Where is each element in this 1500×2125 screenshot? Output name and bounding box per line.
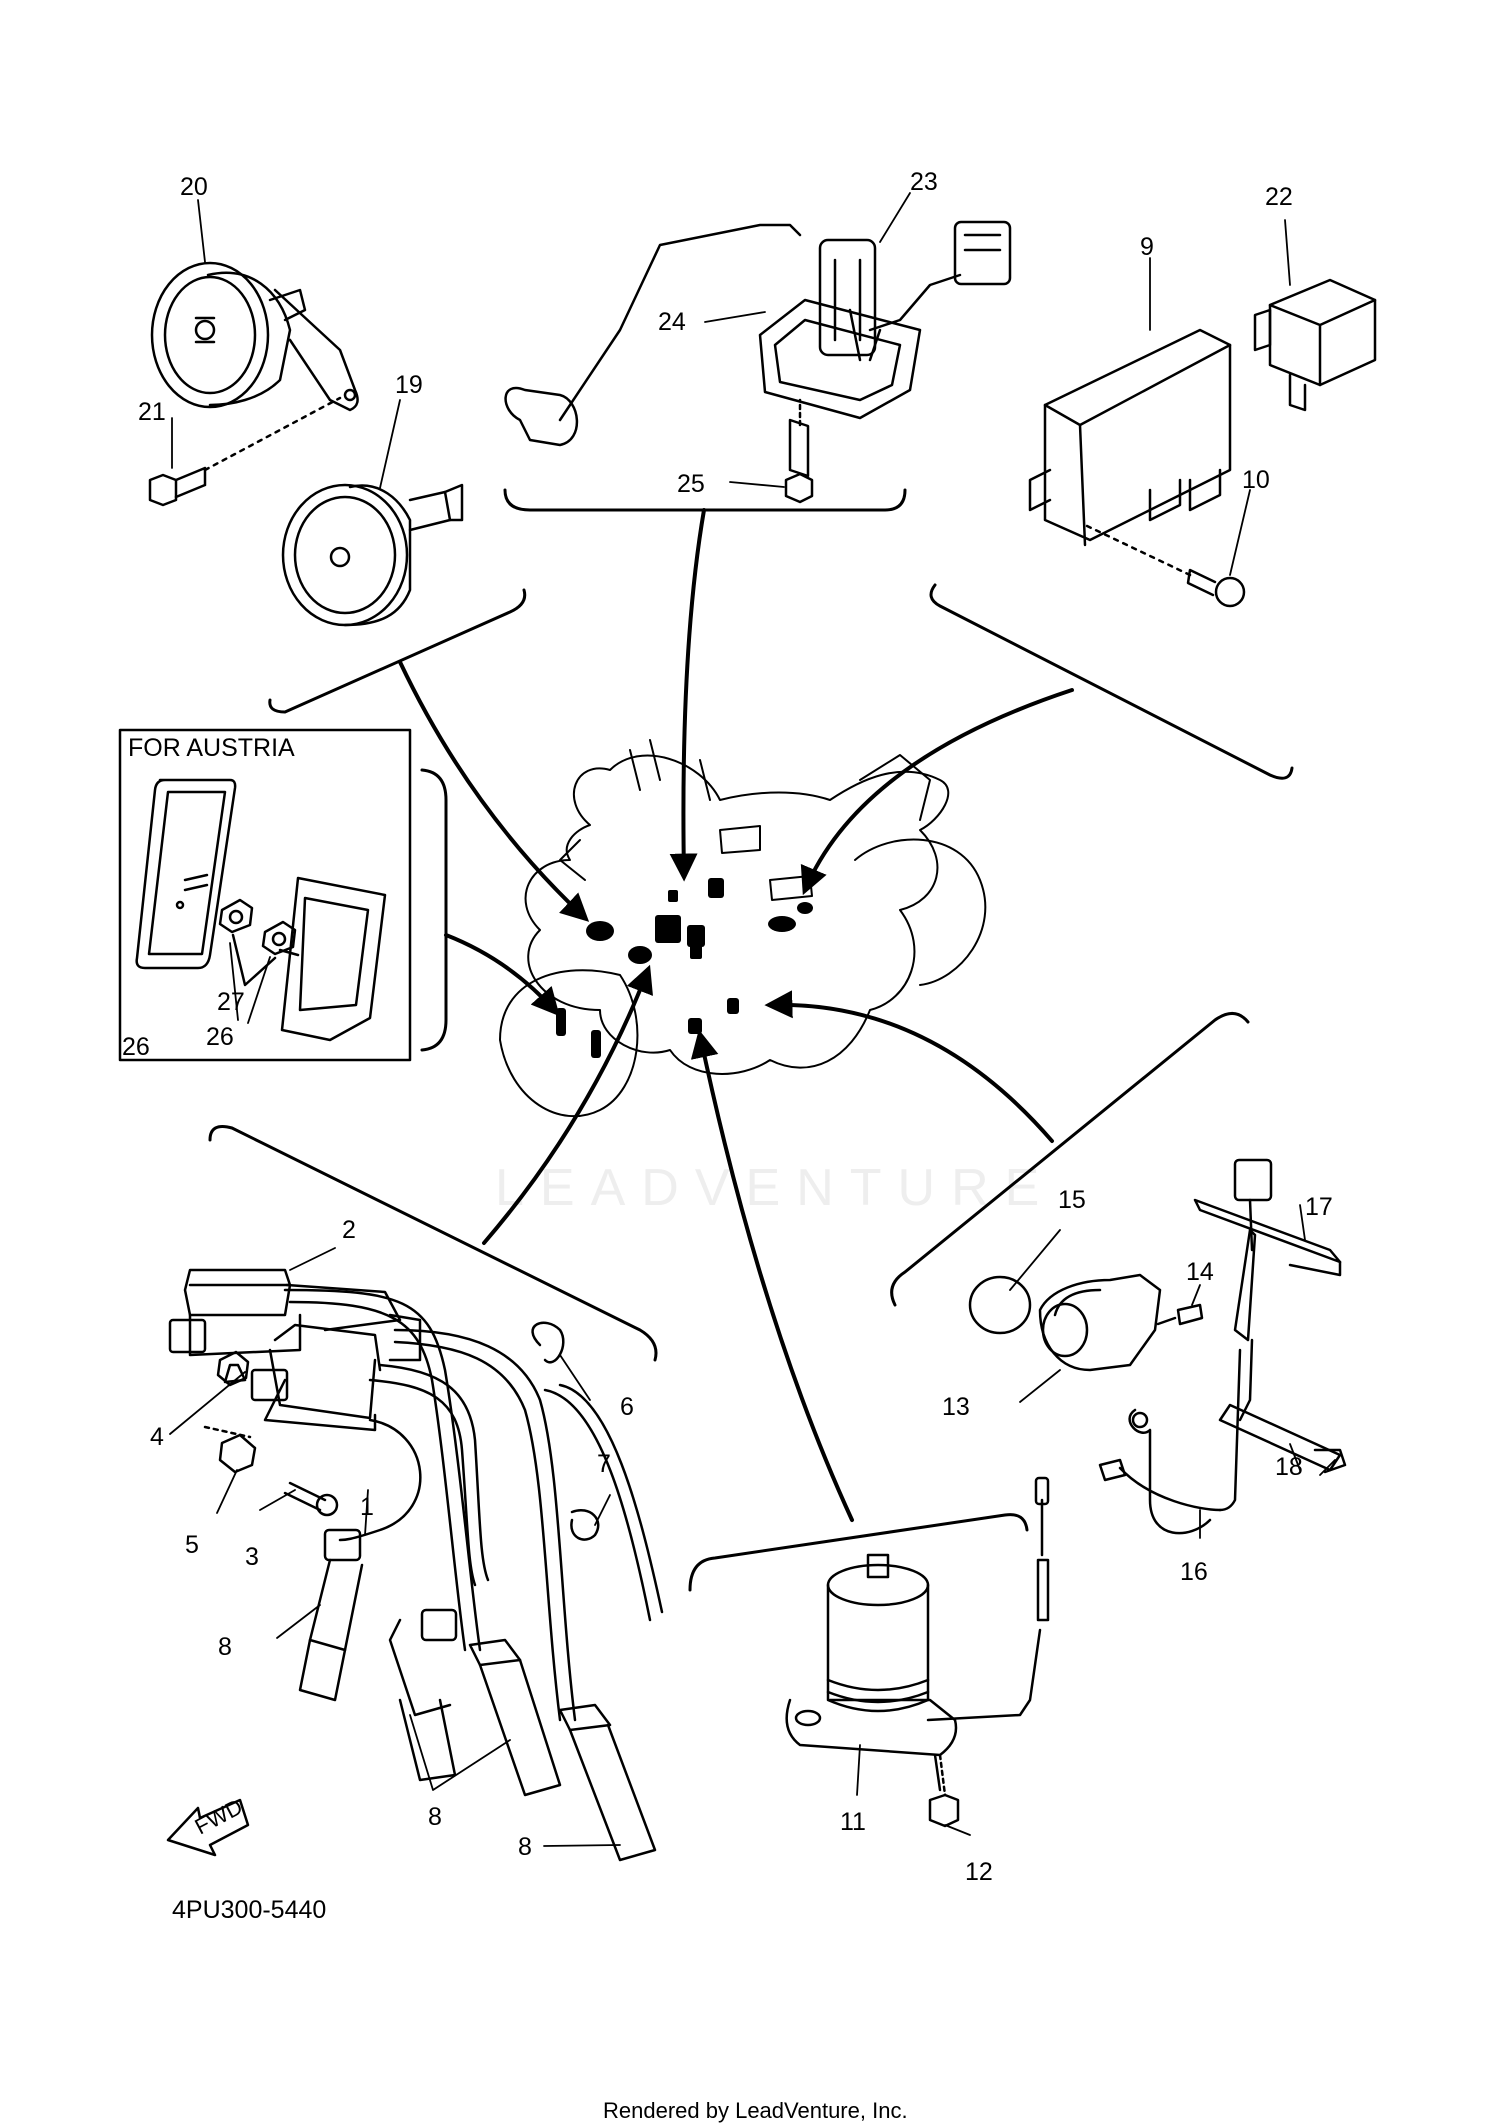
callout-label: 21: [138, 398, 166, 426]
ecu-unit: [1028, 328, 1232, 547]
callout-label: 18: [1275, 1453, 1303, 1481]
footer-credit: Rendered by LeadVenture, Inc.: [603, 2098, 908, 2123]
drawing-code: 4PU300-5440: [172, 1896, 326, 1924]
starter-relay: [785, 1476, 1050, 1828]
ignition-coils: [168, 1268, 422, 1432]
engine-connectors: [556, 878, 813, 1058]
callout-label: 17: [1305, 1193, 1333, 1221]
bracket-starter-relay: [688, 1513, 1029, 1592]
bolt-21: [148, 396, 342, 507]
callout-label: 22: [1265, 183, 1293, 211]
callout-label: 13: [942, 1393, 970, 1421]
bracket-ignition-coils: [208, 1125, 658, 1362]
screw-10: [1083, 523, 1246, 608]
callout-label: 23: [910, 168, 938, 196]
callout-labels: 1 2 3 4 5 6 7 8 8 8 9 10 11 12 13 14 15 …: [122, 168, 1333, 1886]
bracket-fuel-sender: [503, 488, 907, 512]
callout-label: 10: [1242, 466, 1270, 494]
callout-label: 8: [428, 1803, 442, 1831]
callout-label: 3: [245, 1543, 259, 1571]
horn-lower: [281, 483, 464, 627]
engine-frame-outline: [499, 739, 987, 1118]
inset-title: FOR AUSTRIA: [128, 734, 295, 762]
callout-label: 12: [965, 1858, 993, 1886]
callout-label: 1: [360, 1493, 374, 1521]
callout-label: 27: [217, 988, 245, 1016]
callout-label: 4: [150, 1423, 164, 1451]
plug-caps: [298, 1528, 657, 1862]
callout-label: 24: [658, 308, 686, 336]
callout-label: 19: [395, 371, 423, 399]
bracket-horns: [268, 588, 527, 714]
svg-text:FWD: FWD: [191, 1794, 247, 1840]
callout-label: 11: [840, 1808, 866, 1836]
callout-label: 16: [1180, 1558, 1208, 1586]
callout-label: 9: [1140, 233, 1154, 261]
callout-label: 15: [1058, 1186, 1086, 1214]
coil-hardware: [203, 1321, 600, 1541]
callout-label: 26: [206, 1023, 234, 1051]
group-arrows: [398, 508, 1074, 1522]
relay-22: [1253, 278, 1377, 412]
callout-label: 25: [677, 470, 705, 498]
callout-label: 5: [185, 1531, 199, 1559]
fwd-arrow-icon: FWD: [166, 1794, 250, 1857]
callout-label: 6: [620, 1393, 634, 1421]
callout-leaders: [169, 192, 1336, 1847]
bracket-austria: [420, 768, 448, 1052]
horn-upper: [150, 261, 359, 412]
callout-label: 14: [1186, 1258, 1214, 1286]
bracket-crank-sensor: [890, 1012, 1250, 1307]
watermark: LEADVENTURE: [495, 1159, 1055, 1217]
callout-label: 7: [597, 1450, 611, 1478]
callout-label: 8: [518, 1833, 532, 1861]
callout-label: 8: [218, 1633, 232, 1661]
callout-label: 26: [122, 1033, 150, 1061]
fuel-sender: [504, 220, 1012, 504]
bracket-ecu: [929, 583, 1294, 780]
callout-label: 20: [180, 173, 208, 201]
austria-inset: FOR AUSTRIA: [118, 728, 412, 1062]
callout-label: 2: [342, 1216, 356, 1244]
plug-cables: [283, 1288, 664, 1722]
